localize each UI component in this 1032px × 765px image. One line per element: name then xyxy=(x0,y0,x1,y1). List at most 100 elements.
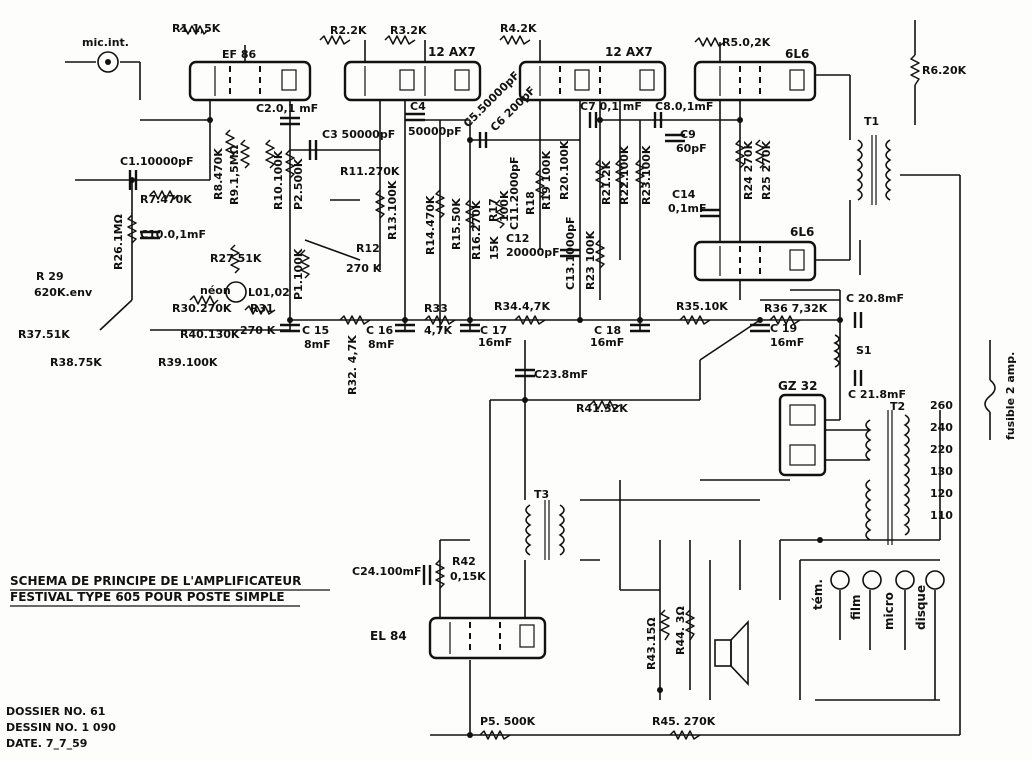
label-r40: R40.130K xyxy=(180,328,240,341)
label-c3: C3 50000pF xyxy=(322,128,395,141)
file-date: DATE. 7_7_59 xyxy=(6,737,87,750)
tubes xyxy=(188,60,827,660)
selector-film: film xyxy=(849,594,863,620)
selector-micro: micro xyxy=(882,592,896,630)
label-r42: R42 xyxy=(452,555,476,568)
label-r19: R19 100K xyxy=(540,150,553,210)
label-c9: C9 xyxy=(680,128,696,141)
label-c24: C24.100mF xyxy=(352,565,422,578)
label-r27: R27 51K xyxy=(210,252,262,265)
label-r37: R37.51K xyxy=(18,328,70,341)
label-c2: C2.0,1 mF xyxy=(256,102,318,115)
label-12ax7-b: 12 AX7 xyxy=(605,45,653,59)
label-t2: T2 xyxy=(890,400,905,413)
label-r23b: R23 100K xyxy=(584,230,597,290)
file-dessin: DESSIN NO. 1 090 xyxy=(6,721,116,734)
label-c23: C23.8mF xyxy=(534,368,588,381)
label-r32: R32. 4,7K xyxy=(346,335,359,395)
label-c14: C14 xyxy=(672,188,696,201)
label-r21: R21.2K xyxy=(600,160,613,205)
label-6l6-top: 6L6 xyxy=(785,47,809,61)
label-p1: P1.100K xyxy=(292,248,305,300)
label-r17: R17 xyxy=(487,198,500,222)
tap-260: 260 xyxy=(930,399,953,412)
label-c11: C11.2000pF xyxy=(508,156,521,230)
label-r31-value: 270 K xyxy=(240,324,276,337)
label-r45: R45. 270K xyxy=(652,715,716,728)
label-r29-value: 620K.env xyxy=(34,286,93,299)
tube-ef86 xyxy=(188,60,312,102)
label-r15: R15.50K xyxy=(450,198,463,250)
tap-120: 120 xyxy=(930,487,953,500)
title-line-1: SCHEMA DE PRINCIPE DE L'AMPLIFICATEUR xyxy=(10,574,301,588)
label-r10: R10.100K xyxy=(272,150,285,210)
tap-220: 220 xyxy=(930,443,953,456)
tube-6l6-bottom xyxy=(693,240,817,282)
file-dossier: DOSSIER NO. 61 xyxy=(6,705,105,718)
label-r18: R18 xyxy=(524,191,537,215)
tap-130: 130 xyxy=(930,465,953,478)
label-r11: R11.270K xyxy=(340,165,400,178)
label-r14: R14.470K xyxy=(424,195,437,255)
label-l01: L01,02 xyxy=(248,286,290,299)
transformers xyxy=(525,135,910,560)
label-r22: R22.100K xyxy=(618,145,631,205)
label-c19: C 19 xyxy=(770,322,797,335)
label-c20: C 20.8mF xyxy=(846,292,904,305)
label-r5: R5.0,2K xyxy=(722,36,771,49)
tube-el84 xyxy=(428,616,547,660)
label-c4-value: 50000pF xyxy=(408,125,462,138)
title-line-2: FESTIVAL TYPE 605 POUR POSTE SIMPLE xyxy=(10,590,285,604)
label-c18: C 18 xyxy=(594,324,621,337)
label-p2: P2.500K xyxy=(292,158,305,210)
label-c16-value: 8mF xyxy=(368,338,395,351)
label-r31: R31 xyxy=(250,302,274,315)
label-r6: R6.20K xyxy=(922,64,967,77)
capacitors xyxy=(128,112,863,585)
tap-110: 110 xyxy=(930,509,953,522)
label-r36: R36 7,32K xyxy=(764,302,828,315)
label-r38: R38.75K xyxy=(50,356,102,369)
label-r29: R 29 xyxy=(36,270,64,283)
label-c8: C8.0,1mF xyxy=(655,100,713,113)
label-c14-value: 0,1mF xyxy=(668,202,706,215)
label-c16: C 16 xyxy=(366,324,394,337)
label-c10: C10.0,1mF xyxy=(140,228,206,241)
label-r12: R12 xyxy=(356,242,380,255)
label-r17-value: 100K xyxy=(498,190,511,222)
label-el84: EL 84 xyxy=(370,629,407,643)
junctions xyxy=(129,117,843,738)
selector-disque: disque xyxy=(914,585,928,630)
label-r12-value: 270 K xyxy=(346,262,382,275)
label-r16: R16.270K xyxy=(470,200,483,260)
label-r3: R3.2K xyxy=(390,24,427,37)
label-c15: C 15 xyxy=(302,324,329,337)
label-r33-value: 4,7K xyxy=(424,324,452,337)
label-s1: S1 xyxy=(856,344,872,357)
label-c19-value: 16mF xyxy=(770,336,804,349)
label-r9: R9.1,5MΩ xyxy=(228,144,241,205)
label-r44: R44. 3Ω xyxy=(674,606,687,655)
label-r17-alt: 15K xyxy=(488,236,501,260)
title-block: SCHEMA DE PRINCIPE DE L'AMPLIFICATEUR FE… xyxy=(6,574,330,750)
selector-tem: tém. xyxy=(811,579,825,610)
label-p5: P5. 500K xyxy=(480,715,536,728)
resistors xyxy=(127,25,920,740)
label-6l6-bottom: 6L6 xyxy=(790,225,814,239)
label-r2: R2.2K xyxy=(330,24,367,37)
label-c21: C 21.8mF xyxy=(848,388,906,401)
label-gz32: GZ 32 xyxy=(778,379,817,393)
fuse: fusible 2 amp. xyxy=(984,340,1017,440)
label-c1: C1.10000pF xyxy=(120,155,194,168)
tube-12ax7-b xyxy=(518,60,667,102)
label-r20: R20.100K xyxy=(558,140,571,200)
label-c15-value: 8mF xyxy=(304,338,331,351)
tube-gz32 xyxy=(778,393,827,477)
tube-12ax7-a xyxy=(343,60,482,102)
label-fuse: fusible 2 amp. xyxy=(1004,352,1017,440)
voltage-taps: 260 240 220 130 120 110 xyxy=(930,399,953,522)
label-r1: R1.1,5K xyxy=(172,22,221,35)
label-t1: T1 xyxy=(864,115,879,128)
